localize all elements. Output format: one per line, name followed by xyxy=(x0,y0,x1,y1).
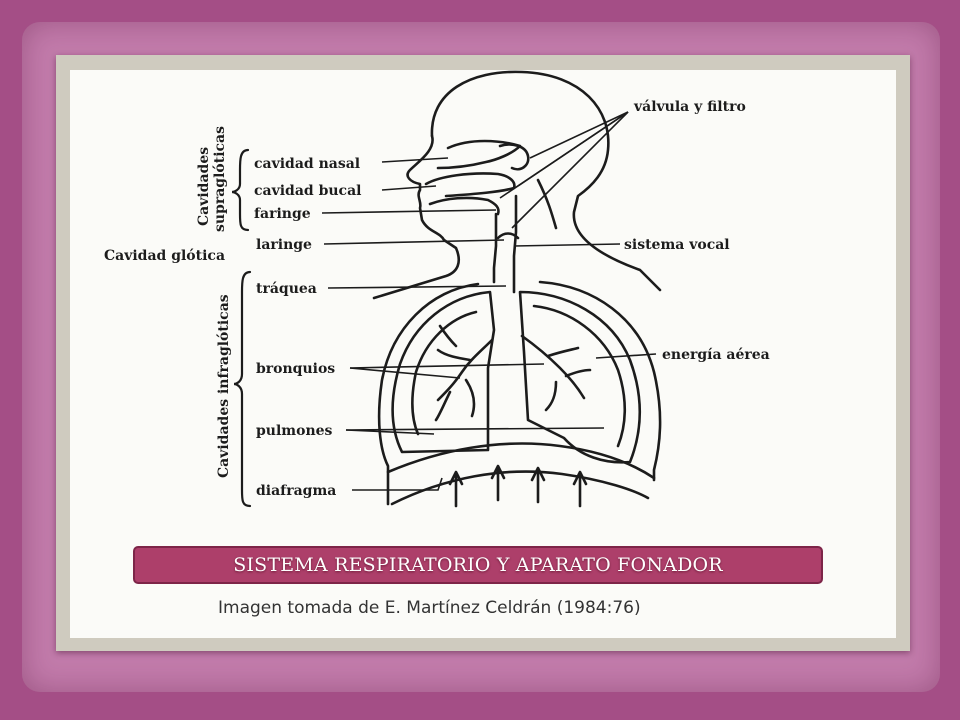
leader-energia-aerea xyxy=(595,353,657,359)
label-cavidad-bucal: cavidad bucal xyxy=(254,183,361,199)
leader-laringe xyxy=(323,239,505,245)
head-outline xyxy=(430,70,662,292)
image-credit: Imagen tomada de E. Martínez Celdrán (19… xyxy=(218,598,641,618)
label-pulmones: pulmones xyxy=(256,423,333,439)
leader-pulmones-2 xyxy=(345,427,605,431)
larynx xyxy=(496,232,520,240)
neck-back xyxy=(536,178,558,230)
label-cavidad-nasal: cavidad nasal xyxy=(254,156,360,172)
label-cavidades-supragloticas-2: supraglóticas xyxy=(212,126,228,232)
label-cavidades-infragloticas: Cavidades infraglóticas xyxy=(216,294,232,478)
arrow-3 xyxy=(530,466,546,504)
leader-valvula-4 xyxy=(511,111,629,229)
diaphragm xyxy=(386,442,656,480)
leader-cavidad-nasal xyxy=(381,157,449,163)
face-profile xyxy=(372,134,460,300)
left-lung xyxy=(391,290,496,454)
right-lung xyxy=(518,290,642,464)
leader-faringe xyxy=(321,209,497,214)
arrow-2 xyxy=(490,464,506,502)
leader-valvula-3 xyxy=(499,111,629,199)
pharynx-front xyxy=(492,212,498,284)
thorax-outline-right xyxy=(538,280,662,482)
label-sistema-vocal: sistema vocal xyxy=(624,237,730,253)
oral-cavity xyxy=(424,172,516,198)
bronchus-left xyxy=(434,324,494,422)
leader-sistema-vocal xyxy=(513,243,621,247)
supraglottic-bracket xyxy=(231,148,250,232)
left-lung-inner xyxy=(411,310,478,436)
diagram-panel xyxy=(70,70,896,638)
label-faringe: faringe xyxy=(254,206,311,222)
nasal-cavity xyxy=(436,139,522,170)
leader-bronquios-2 xyxy=(349,363,545,369)
arrow-4 xyxy=(572,470,588,508)
label-cavidad-glotica: Cavidad glótica xyxy=(104,248,225,264)
leader-diafragma xyxy=(352,477,443,491)
diaphragm-lower xyxy=(390,470,650,506)
leader-valvula-1 xyxy=(529,111,629,159)
label-bronquios: bronquios xyxy=(256,361,335,377)
label-cavidades-supragloticas-1: Cavidades xyxy=(196,147,212,226)
thorax-outline xyxy=(377,282,480,506)
arrow-1 xyxy=(448,470,464,508)
right-lung-inner xyxy=(532,304,627,448)
leader-bronquios-1 xyxy=(349,367,461,379)
uvula xyxy=(498,143,530,171)
infraglottic-bracket xyxy=(233,270,252,508)
title-banner: SISTEMA RESPIRATORIO Y APARATO FONADOR xyxy=(133,546,823,584)
leader-traquea xyxy=(327,285,507,289)
pharynx-back xyxy=(512,194,518,294)
label-traquea: tráquea xyxy=(256,281,317,297)
label-diafragma: diafragma xyxy=(256,483,336,499)
leader-cavidad-bucal xyxy=(381,185,437,191)
label-laringe: laringe xyxy=(256,237,312,253)
oral-cavity-inner xyxy=(428,196,500,216)
label-valvula-filtro: válvula y filtro xyxy=(633,99,746,115)
label-energia-aerea: energía aérea xyxy=(662,347,770,363)
bronchus-right xyxy=(520,334,592,412)
